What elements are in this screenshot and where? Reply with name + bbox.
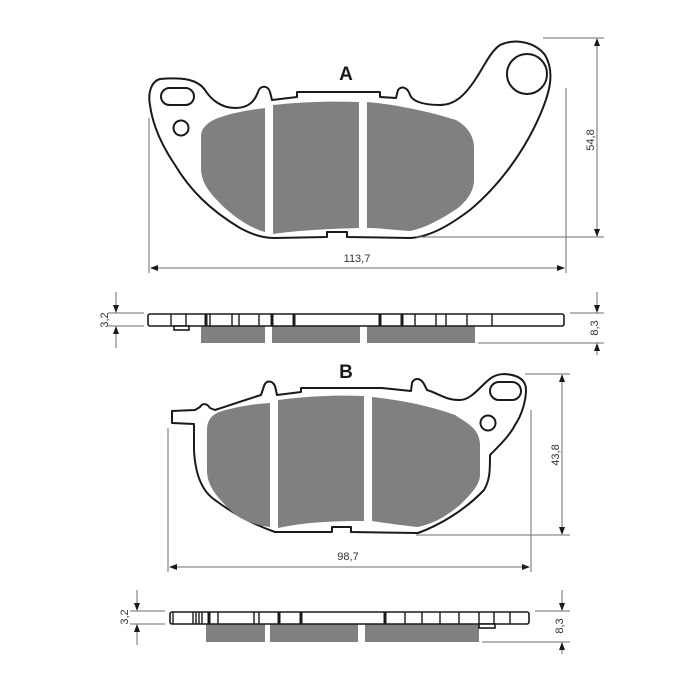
pad-a-label: A <box>339 64 353 85</box>
pad-a-side-dimensions: 3,2 8,3 <box>99 292 604 355</box>
pad-b-side-friction-1 <box>206 624 265 642</box>
pad-a-side-friction-3 <box>367 326 475 343</box>
pad-a-side-friction-2 <box>272 326 360 343</box>
pad-a-width-dim: 113,7 <box>344 253 371 265</box>
pad-a-friction-left <box>201 108 265 232</box>
pad-a-plate-thickness-dim: 3,2 <box>99 312 111 327</box>
pad-a-large-hole <box>506 53 548 95</box>
pad-b-small-hole <box>479 414 497 432</box>
pad-a-side-friction-1 <box>201 326 265 343</box>
pad-a-side-ribs <box>170 314 493 326</box>
pad-a-small-hole <box>172 119 190 137</box>
pad-a-dimensions: 113,7 54,8 <box>148 37 604 273</box>
pad-a-front-view: A <box>148 40 552 239</box>
pad-a-slot-hole <box>160 87 195 106</box>
pad-a-side-plate <box>147 313 565 327</box>
pad-b-side-view <box>169 611 530 642</box>
pad-b-total-thickness-dim: 8,3 <box>554 618 566 633</box>
pad-b-side-friction-3 <box>365 624 479 642</box>
pad-b-side-plate <box>169 611 530 625</box>
pad-b-label: B <box>339 362 353 383</box>
pad-a-side-view <box>147 313 565 343</box>
pad-b-plate-thickness-dim: 3,2 <box>119 609 131 624</box>
pad-b-slot-hole <box>489 381 522 401</box>
pad-b-side-dimensions: 3,2 8,3 <box>119 590 570 654</box>
pad-a-total-thickness-dim: 8,3 <box>589 320 601 335</box>
pad-a-friction-middle <box>273 101 359 234</box>
pad-b-friction-middle <box>278 395 364 528</box>
pad-b-height-dim: 43,8 <box>550 444 562 465</box>
pad-a-side-tab <box>173 325 190 331</box>
pad-b-friction-left <box>207 403 270 527</box>
pad-b-side-tab <box>478 623 496 629</box>
pad-b-side-ribs <box>172 612 511 624</box>
pad-b-width-dim: 98,7 <box>337 551 358 563</box>
pad-b-dimensions: 98,7 43,8 <box>167 373 570 572</box>
pad-b-side-friction-2 <box>270 624 358 642</box>
pad-b-front-view: B <box>171 362 527 534</box>
pad-a-height-dim: 54,8 <box>585 129 597 150</box>
pad-a-friction-right <box>367 102 474 231</box>
pad-b-friction-right <box>372 397 480 527</box>
